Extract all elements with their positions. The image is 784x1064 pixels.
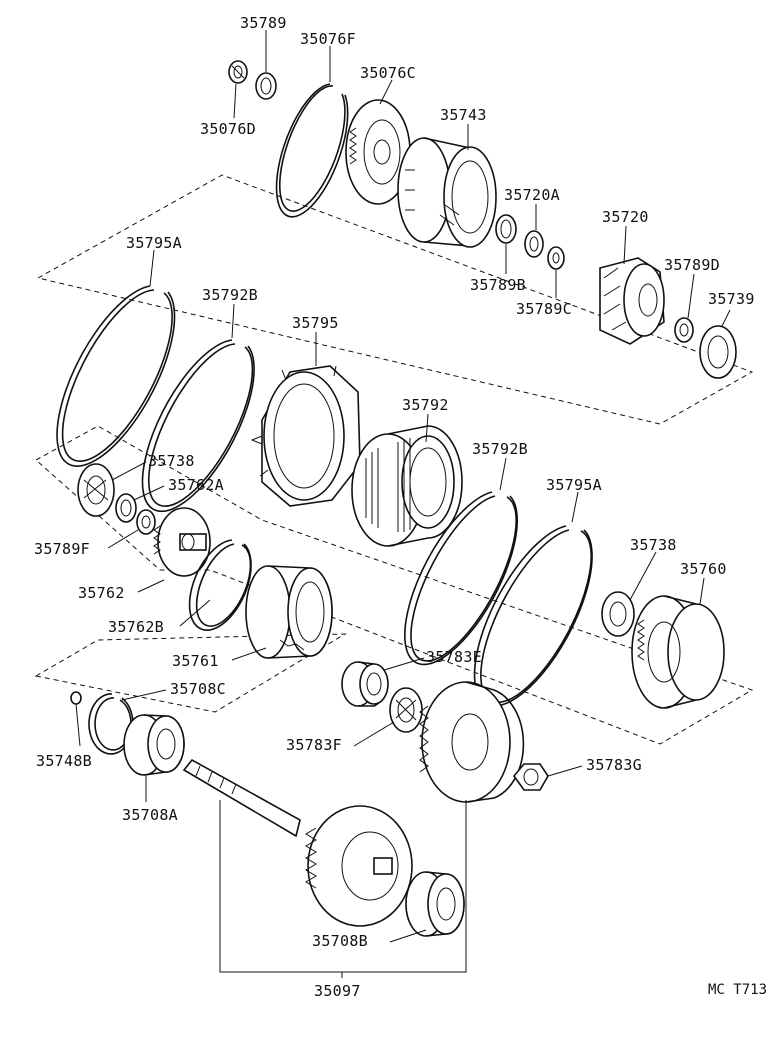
label-35708C: 35708C	[170, 680, 226, 698]
label-35739: 35739	[708, 290, 755, 308]
part-35795-clutch-drum[interactable]	[250, 365, 361, 507]
label-35789: 35789	[240, 14, 287, 32]
figure-code: MC T713	[708, 982, 767, 998]
label-35720: 35720	[602, 208, 649, 226]
part-35792B-snap-ring-mid[interactable]	[404, 491, 518, 666]
label-35789D: 35789D	[664, 256, 720, 274]
label-35762A: 35762A	[168, 476, 224, 494]
part-35720-carrier[interactable]	[599, 257, 665, 345]
part-35792-one-way-clutch[interactable]	[351, 425, 463, 547]
part-35708C-snap-ring[interactable]	[88, 693, 134, 755]
part-35097-shaft-assembly[interactable]	[182, 758, 413, 927]
label-35795A-top: 35795A	[126, 234, 182, 252]
label-35761: 35761	[172, 652, 219, 670]
label-35708B: 35708B	[312, 932, 368, 950]
part-35762A-bearing[interactable]	[115, 493, 137, 523]
bracket-35097	[219, 800, 467, 973]
label-35792B-mid: 35792B	[472, 440, 528, 458]
label-35738-right: 35738	[630, 536, 677, 554]
part-35789-washer[interactable]	[255, 72, 277, 100]
label-35720A: 35720A	[504, 186, 560, 204]
part-35789D-washer[interactable]	[674, 317, 694, 343]
label-35789C: 35789C	[516, 300, 572, 318]
label-35795: 35795	[292, 314, 339, 332]
part-35738-thrust-bearing-left[interactable]	[77, 463, 115, 517]
part-35076C-hub[interactable]	[345, 99, 411, 205]
label-35795A-mid: 35795A	[546, 476, 602, 494]
part-35748B-ball[interactable]	[70, 691, 82, 705]
part-35760-ring-gear[interactable]	[631, 595, 725, 709]
leader-lines	[75, 30, 731, 943]
label-35789F: 35789F	[34, 540, 90, 558]
part-35792B-snap-ring-upper[interactable]	[141, 339, 255, 513]
part-35795A-snap-ring-upper[interactable]	[56, 285, 176, 467]
part-35739-thrust-bearing[interactable]	[699, 325, 737, 379]
label-35792: 35792	[402, 396, 449, 414]
part-35789C-washer[interactable]	[547, 246, 565, 270]
label-35760: 35760	[680, 560, 727, 578]
label-35783G: 35783G	[586, 756, 642, 774]
part-35076F-snap-ring[interactable]	[275, 83, 349, 218]
part-35762B-snap-ring[interactable]	[188, 539, 252, 631]
label-35708A: 35708A	[122, 806, 178, 824]
label-35762B: 35762B	[108, 618, 164, 636]
label-35076C: 35076C	[360, 64, 416, 82]
part-35761-drum[interactable]	[245, 565, 333, 659]
label-35748B: 35748B	[36, 752, 92, 770]
label-35792B-top: 35792B	[202, 286, 258, 304]
part-35789B-washer[interactable]	[495, 214, 517, 244]
upper-group-outline	[36, 174, 754, 425]
part-35743-drum[interactable]	[397, 137, 497, 248]
part-35789F-washer[interactable]	[136, 509, 156, 535]
label-35097: 35097	[314, 982, 361, 1000]
label-35783E: 35783E	[426, 648, 482, 666]
part-35720A-bearing[interactable]	[524, 230, 544, 258]
part-reverse-gear[interactable]	[419, 681, 525, 803]
part-35762-sun-gear[interactable]	[153, 507, 211, 577]
label-35076D: 35076D	[200, 120, 256, 138]
part-35708B-bearing[interactable]	[405, 871, 465, 937]
part-35708A-bearing[interactable]	[123, 714, 185, 776]
lower-left-group-outline	[34, 633, 347, 713]
part-35783F-needle-bearing[interactable]	[389, 687, 423, 733]
part-35783E-bearing[interactable]	[341, 661, 389, 707]
label-35783F: 35783F	[286, 736, 342, 754]
label-35076F: 35076F	[300, 30, 356, 48]
part-35738-thrust-bearing-right[interactable]	[601, 591, 635, 637]
part-35076D-bearing[interactable]	[228, 60, 248, 84]
label-35743: 35743	[440, 106, 487, 124]
label-35762: 35762	[78, 584, 125, 602]
label-35738-left: 35738	[148, 452, 195, 470]
left-group-outline	[35, 425, 754, 745]
label-35789B: 35789B	[470, 276, 526, 294]
